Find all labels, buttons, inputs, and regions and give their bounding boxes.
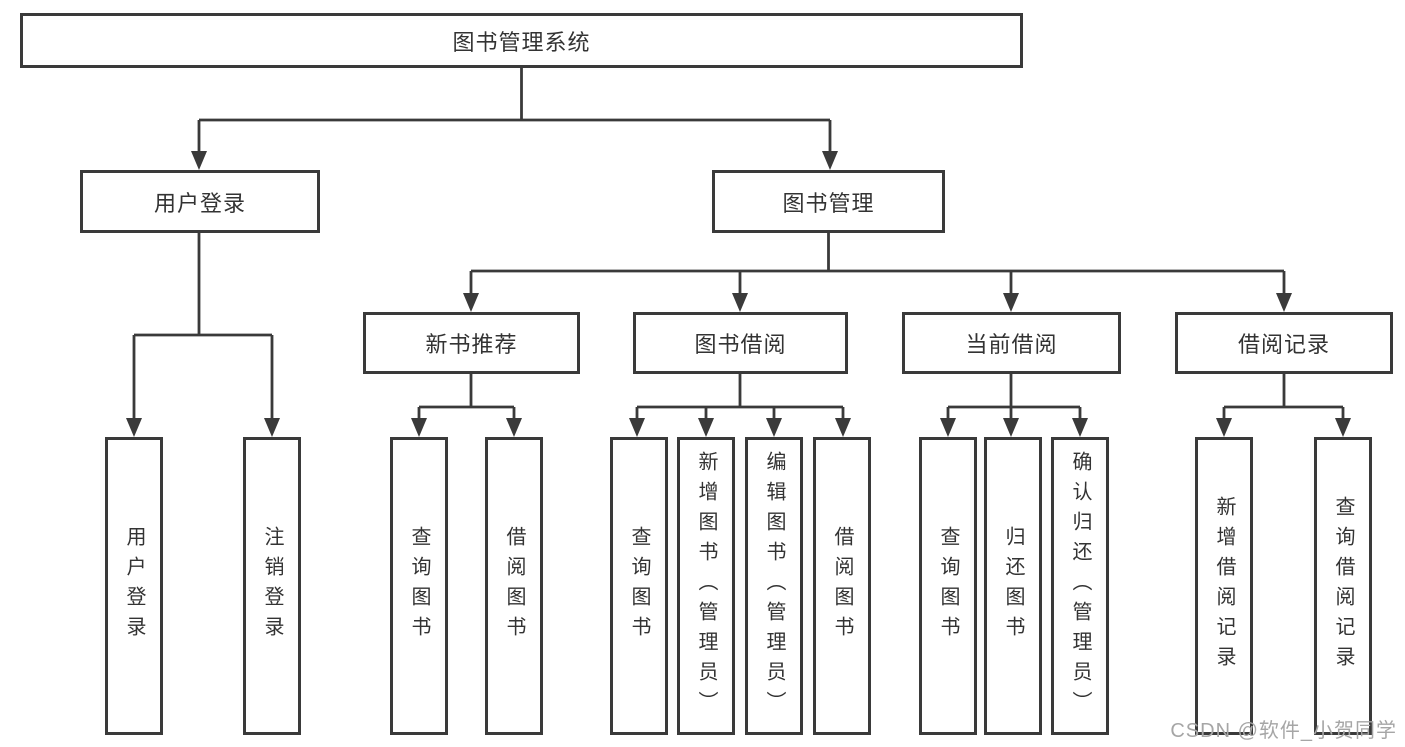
node-user-login: 用户登录	[80, 170, 320, 233]
leaf-confirm-return-admin: 确认归还（管理员）	[1051, 437, 1109, 735]
arrowhead-icons	[126, 151, 1351, 437]
arrow-down-icon	[835, 418, 851, 437]
arrow-down-icon	[698, 418, 714, 437]
leaf-label: 新增图书（管理员）	[695, 451, 717, 721]
leaf-label: 查询借阅记录	[1332, 496, 1354, 676]
arrow-down-icon	[1072, 418, 1088, 437]
arrow-down-icon	[411, 418, 427, 437]
leaf-logout-login: 注销登录	[243, 437, 301, 735]
leaf-label: 归还图书	[1002, 526, 1024, 646]
leaf-query-books-borrowing: 查询图书	[610, 437, 668, 735]
arrow-down-icon	[732, 293, 748, 312]
node-label: 新书推荐	[425, 332, 518, 357]
leaf-borrow-books-recommendation: 借阅图书	[485, 437, 543, 735]
arrow-down-icon	[191, 151, 207, 170]
leaf-user-login: 用户登录	[105, 437, 163, 735]
arrow-down-icon	[126, 418, 142, 437]
node-label: 借阅记录	[1237, 332, 1330, 357]
node-current-borrowing: 当前借阅	[902, 312, 1121, 374]
arrow-down-icon	[629, 418, 645, 437]
leaf-label: 新增借阅记录	[1213, 496, 1235, 676]
leaf-return-book: 归还图书	[984, 437, 1042, 735]
leaf-label: 借阅图书	[831, 526, 853, 646]
leaf-add-book-admin: 新增图书（管理员）	[677, 437, 735, 735]
leaf-query-borrow-record: 查询借阅记录	[1314, 437, 1372, 735]
leaf-label: 注销登录	[261, 526, 283, 646]
arrow-down-icon	[264, 418, 280, 437]
watermark: CSDN @软件_小贺同学	[1170, 720, 1397, 742]
leaf-label: 查询图书	[937, 526, 959, 646]
node-borrowing-records: 借阅记录	[1175, 312, 1393, 374]
arrow-down-icon	[940, 418, 956, 437]
node-label: 图书管理系统	[452, 29, 591, 55]
arrow-down-icon	[1003, 293, 1019, 312]
arrow-down-icon	[1335, 418, 1351, 437]
leaf-borrow-books-borrowing: 借阅图书	[813, 437, 871, 735]
arrow-down-icon	[1216, 418, 1232, 437]
leaf-query-books-recommendation: 查询图书	[390, 437, 448, 735]
arrow-down-icon	[463, 293, 479, 312]
leaf-label: 查询图书	[408, 526, 430, 646]
leaf-label: 用户登录	[123, 526, 145, 646]
node-library-management-system: 图书管理系统	[20, 13, 1023, 68]
arrow-down-icon	[1276, 293, 1292, 312]
leaf-label: 借阅图书	[503, 526, 525, 646]
leaf-label: 编辑图书（管理员）	[763, 451, 785, 721]
leaf-edit-book-admin: 编辑图书（管理员）	[745, 437, 803, 735]
leaf-query-books-current: 查询图书	[919, 437, 977, 735]
node-book-borrowing: 图书借阅	[633, 312, 848, 374]
leaf-label: 确认归还（管理员）	[1069, 451, 1091, 721]
leaf-label: 查询图书	[628, 526, 650, 646]
leaf-add-borrow-record: 新增借阅记录	[1195, 437, 1253, 735]
node-label: 图书管理	[782, 190, 875, 216]
node-new-book-recommendation: 新书推荐	[363, 312, 580, 374]
node-book-management: 图书管理	[712, 170, 945, 233]
arrow-down-icon	[766, 418, 782, 437]
node-label: 用户登录	[153, 190, 246, 216]
node-label: 图书借阅	[694, 332, 787, 357]
arrow-down-icon	[506, 418, 522, 437]
arrow-down-icon	[822, 151, 838, 170]
node-label: 当前借阅	[965, 332, 1058, 357]
arrow-down-icon	[1003, 418, 1019, 437]
